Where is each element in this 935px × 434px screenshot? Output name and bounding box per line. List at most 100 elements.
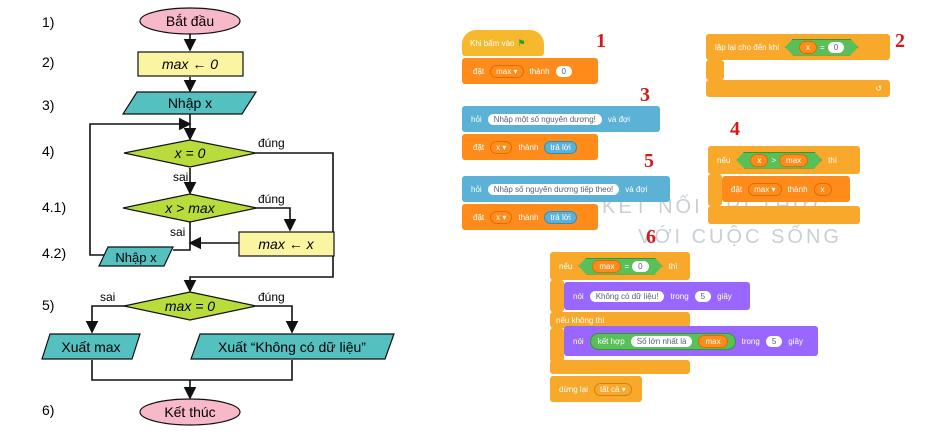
if-else-block[interactable]: nếu max = 0 thì (550, 252, 690, 280)
dropdown-arrow-icon: ▾ (502, 212, 507, 222)
decision-x-zero: x = 0 (123, 139, 257, 168)
step-label-1: 1) (42, 14, 54, 30)
step-label-5: 5) (42, 297, 54, 313)
decision-x-gt-max: x > max (122, 193, 258, 223)
if-c-arm-1 (550, 280, 564, 312)
seconds-input[interactable]: 5 (765, 335, 783, 347)
dropdown-arrow-icon: ▾ (771, 184, 776, 194)
and-wait-label: và đợi (607, 114, 631, 124)
set-max-block[interactable]: đặt max ▾ thành 0 (462, 58, 598, 84)
say-label: nói (573, 336, 584, 346)
if-else-bottom (550, 360, 690, 374)
flowchart: 1) 2) 3) 4) 4.1) 4.2) 5) 6) đúng sai đún… (41, 7, 395, 426)
join-operator[interactable]: kết hợp Số lớn nhất là max (589, 332, 736, 350)
seconds-label: giây (717, 291, 732, 301)
input-x-loop-io: Nhập x (98, 246, 174, 267)
greater-condition[interactable]: x > max (736, 152, 822, 169)
dropdown-arrow-icon: ▾ (621, 384, 626, 394)
number-5: 5 (644, 150, 654, 172)
answer-reporter[interactable]: trả lời (544, 210, 577, 224)
init-text: max ← 0 (162, 56, 218, 72)
if-c-arm (708, 174, 722, 206)
repeat-bottom: ↺ (706, 80, 890, 97)
x-reporter[interactable]: x (799, 41, 817, 54)
if-label: nếu (717, 155, 731, 165)
input-x-loop-text: Nhập x (115, 250, 157, 265)
zero-input[interactable]: 0 (632, 261, 648, 272)
answer-reporter[interactable]: trả lời (544, 140, 577, 154)
when-clicked-label: Khi bấm vào (470, 38, 515, 48)
equals-condition[interactable]: x = 0 (785, 39, 858, 56)
loop-arrow-icon: ↺ (875, 84, 882, 93)
and-wait-label: và đợi (625, 184, 648, 194)
ask-block-1[interactable]: hỏi Nhập một số nguyên dương! và đợi (462, 106, 660, 132)
if-label: nếu (559, 261, 573, 271)
ask-label: hỏi (471, 184, 482, 194)
zero-input[interactable]: 0 (828, 42, 844, 53)
x-reporter[interactable]: x (813, 182, 832, 196)
stop-all-block[interactable]: dừng lại tất cả ▾ (550, 376, 642, 402)
number-4: 4 (730, 118, 740, 140)
start-text: Bắt đầu (166, 13, 214, 29)
ask-prompt-input[interactable]: Nhập số nguyên dương tiếp theo! (487, 183, 620, 195)
say-join-block[interactable]: nói kết hợp Số lớn nhất là max trong 5 g… (564, 326, 818, 356)
label-false-1: sai (173, 170, 188, 184)
label-false-3: sai (100, 290, 115, 304)
else-label: nếu không thì (556, 315, 605, 325)
end-text: Kết thúc (164, 404, 215, 420)
join-label: kết hợp (597, 336, 625, 346)
decision-max-zero: max = 0 (123, 291, 257, 321)
if-x-gt-max-block[interactable]: nếu x > max thì (708, 146, 860, 174)
ask-block-2[interactable]: hỏi Nhập số nguyên dương tiếp theo! và đ… (462, 176, 670, 202)
var-dropdown[interactable]: x ▾ (490, 210, 513, 224)
step-label-2: 2) (42, 54, 54, 70)
var-dropdown[interactable]: max ▾ (490, 64, 524, 78)
x-reporter[interactable]: x (750, 154, 768, 167)
set-label: đặt (473, 212, 485, 222)
greater-sign: > (771, 155, 777, 165)
stop-label: dừng lại (559, 384, 588, 394)
repeat-c-arm (706, 60, 724, 80)
to-label: thành (518, 212, 539, 222)
equals-condition[interactable]: max = 0 (578, 258, 662, 275)
var-dropdown[interactable]: x ▾ (490, 140, 513, 154)
else-bar: nếu không thì (550, 312, 690, 328)
var-dropdown[interactable]: max ▾ (748, 182, 782, 196)
start-terminal: Bắt đầu (139, 7, 241, 35)
connectors (85, 34, 334, 400)
output-no-data-text: Xuất “Không có dữ liệu” (218, 339, 366, 355)
set-label: đặt (731, 184, 743, 194)
value-input[interactable]: 0 (555, 65, 572, 77)
output-no-data-io: Xuất “Không có dữ liệu” (190, 333, 395, 360)
set-max-x-block[interactable]: đặt max ▾ thành x (722, 176, 850, 202)
set-x-block-2[interactable]: đặt x ▾ thành trả lời (462, 204, 598, 230)
ask-prompt-input[interactable]: Nhập một số nguyên dương! (487, 113, 602, 125)
to-label: thành (529, 66, 550, 76)
dropdown-arrow-icon: ▾ (502, 142, 507, 152)
max-reporter[interactable]: max (698, 334, 728, 348)
var-name: max (496, 66, 512, 76)
seconds-input[interactable]: 5 (694, 290, 712, 302)
seconds-label: giây (788, 336, 803, 346)
if-c-arm-2 (550, 328, 564, 362)
set-x-block-1[interactable]: đặt x ▾ thành trả lời (462, 134, 598, 160)
when-flag-clicked-block[interactable]: Khi bấm vào ⚑ (462, 30, 544, 56)
decision-x-zero-text: x = 0 (174, 145, 206, 161)
end-terminal: Kết thúc (139, 398, 241, 426)
say-no-data-block[interactable]: nói Không có dữ liệu! trong 5 giây (564, 282, 750, 310)
repeat-until-block[interactable]: lặp lại cho đến khi x = 0 (706, 34, 890, 60)
label-false-2: sai (170, 225, 185, 239)
number-2: 2 (895, 30, 905, 52)
decision-max-zero-text: max = 0 (165, 298, 215, 314)
stop-dropdown[interactable]: tất cả ▾ (593, 382, 632, 396)
then-label: thì (828, 155, 838, 165)
say-message-input[interactable]: Không có dữ liệu! (589, 290, 665, 302)
input-x-io: Nhập x (121, 91, 258, 115)
step-label-6: 6) (42, 402, 54, 418)
join-string-input[interactable]: Số lớn nhất là (630, 335, 693, 347)
var-name: max (754, 184, 770, 194)
stop-option: tất cả (599, 384, 620, 394)
max-reporter[interactable]: max (779, 154, 808, 167)
max-reporter[interactable]: max (592, 260, 621, 273)
watermark-line-2: VỚI CUỘC SỐNG (638, 226, 842, 248)
